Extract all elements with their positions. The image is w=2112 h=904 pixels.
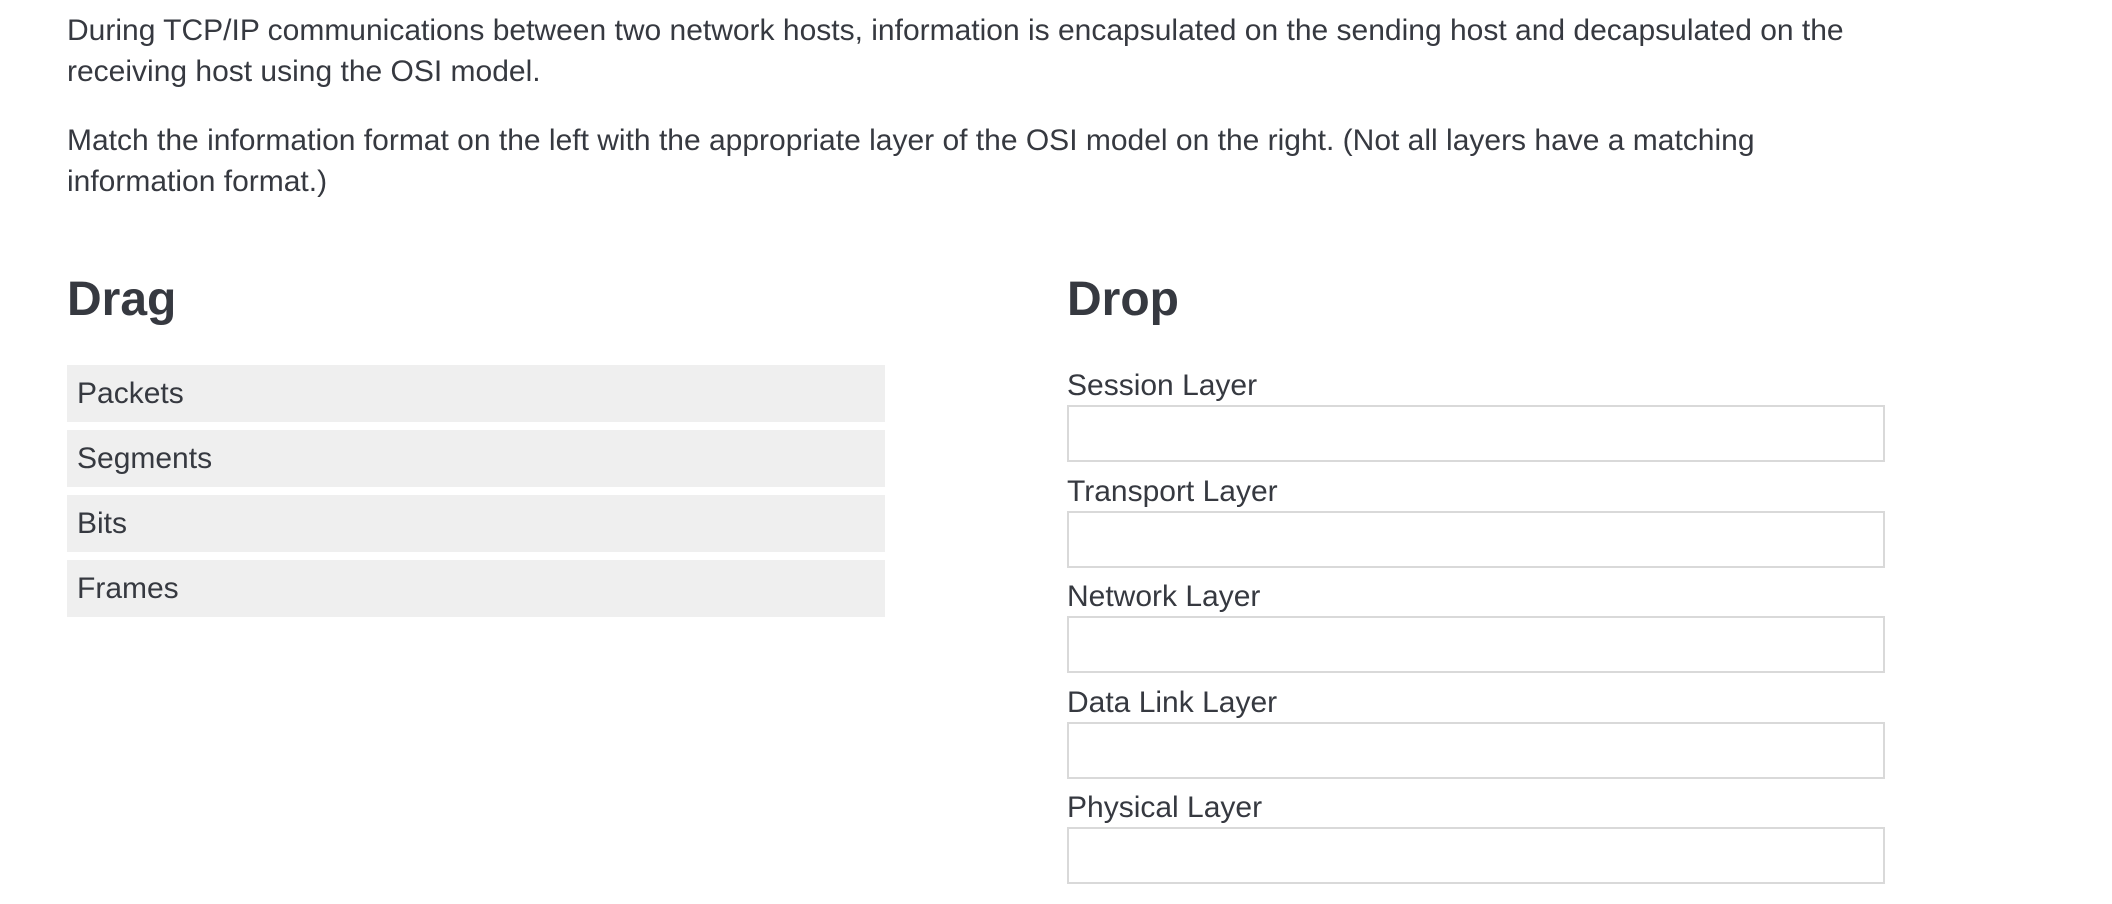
drop-label: Data Link Layer — [1067, 685, 1278, 719]
drag-item-segments[interactable]: Segments — [67, 430, 885, 487]
drag-item-packets[interactable]: Packets — [67, 365, 885, 422]
drop-group-data-link: Data Link Layer — [1067, 679, 1885, 785]
drop-group-transport: Transport Layer — [1067, 468, 1885, 574]
drop-label: Transport Layer — [1067, 474, 1278, 508]
drag-item-bits[interactable]: Bits — [67, 495, 885, 552]
drop-label: Network Layer — [1067, 580, 1261, 613]
drag-item-frames[interactable]: Frames — [67, 560, 885, 617]
drop-zone-transport-layer[interactable] — [1067, 510, 1885, 568]
drop-group-session: Session Layer — [1067, 362, 1885, 468]
drop-zone-data-link-layer[interactable] — [1067, 721, 1885, 779]
drag-heading: Drag — [67, 273, 177, 326]
drop-zone-physical-layer[interactable] — [1067, 827, 1885, 884]
instructions-paragraph: Match the information format on the left… — [67, 124, 1755, 198]
drop-heading: Drop — [1067, 273, 1179, 326]
drop-label: Physical Layer — [1067, 791, 1263, 824]
drop-zone-session-layer[interactable] — [1067, 405, 1885, 462]
drag-items-list: Packets Segments Bits Frames — [67, 365, 885, 625]
drop-group-physical: Physical Layer — [1067, 784, 1885, 890]
instructions-paragraph: During TCP/IP communications between two… — [67, 14, 1844, 88]
drop-group-network: Network Layer — [1067, 573, 1885, 679]
drop-label: Session Layer — [1067, 369, 1258, 402]
drop-targets-list: Session Layer Transport Layer Network La… — [1067, 362, 1885, 890]
drop-zone-network-layer[interactable] — [1067, 616, 1885, 673]
